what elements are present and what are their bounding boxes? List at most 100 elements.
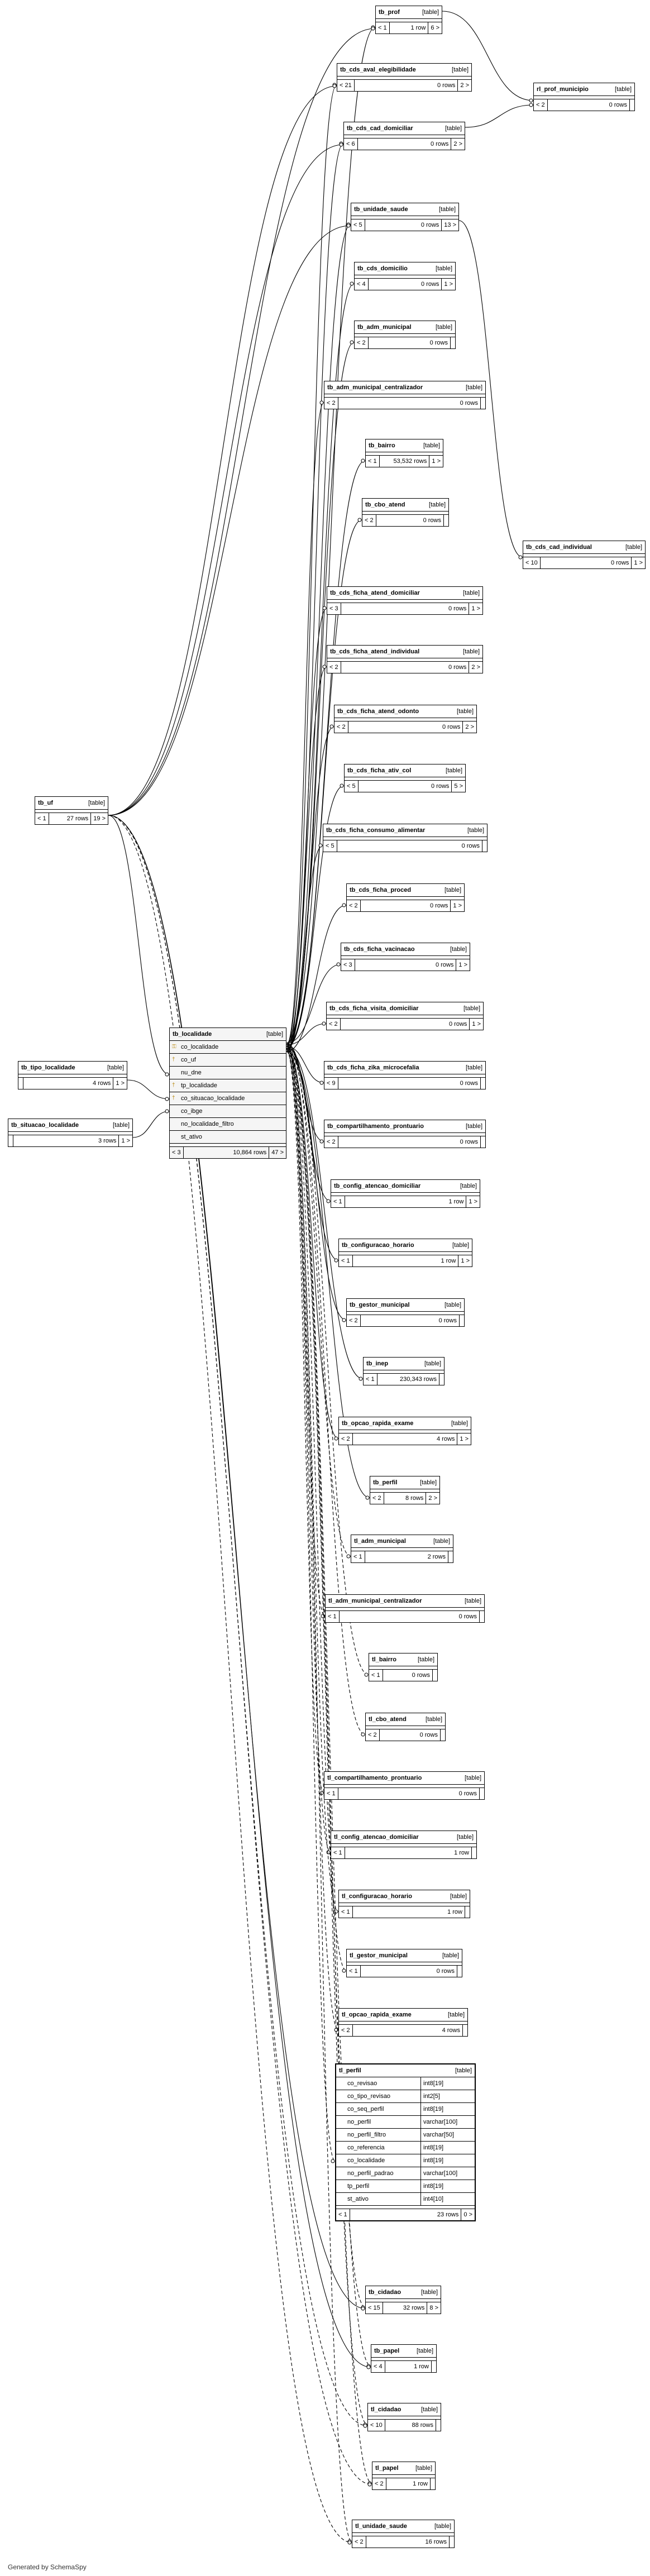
table-name: tb_tipo_localidade [21,1064,75,1071]
table-tb-cds-ficha-visita-domiciliar[interactable]: tb_cds_ficha_visita_domiciliar[table]< 2… [326,1002,484,1030]
column-name: co_referencia [347,2144,385,2151]
fk-line-localidade-tb-gestor-municipal [286,1046,347,1321]
relationship-end-marker [322,606,327,610]
parent-count: < 1 [351,1551,365,1562]
table-header: tb_cbo_atend[table] [362,499,448,512]
parent-count: < 5 [351,219,365,231]
relationship-end-marker [339,142,343,147]
parent-count: < 1 [369,1670,383,1681]
row-count: 0 rows [348,721,463,733]
fk-line-localidade-tl-perfil [286,1048,336,2162]
table-header: tb_cds_ficha_proced[table] [347,884,464,897]
relationship-end-marker [165,1109,169,1113]
row-count: 27 rows [49,813,92,824]
column-row: ⚿co_localidade [170,1041,286,1054]
table-type-tag: [table] [457,1833,474,1841]
table-name: tb_inep [366,1360,389,1367]
column-name: co_localidade [181,1043,219,1050]
fk-line-localidade-tb-cidadao [286,1048,366,2308]
table-type-tag: [table] [615,85,632,93]
row-count: 2 rows [365,1551,448,1562]
table-tb-cds-ficha-zika-microcefalia[interactable]: tb_cds_ficha_zika_microcefalia[table]< 9… [324,1061,486,1089]
parent-count: < 3 [341,959,355,971]
table-tb-cds-ficha-consumo-alimentar[interactable]: tb_cds_ficha_consumo_alimentar[table]< 5… [323,824,488,852]
child-count [481,398,485,409]
relationship-end-marker [529,98,533,103]
table-tb-adm-municipal-centralizador[interactable]: tb_adm_municipal_centralizador[table]< 2… [324,381,486,409]
table-tl-adm-municipal-centralizador[interactable]: tl_adm_municipal_centralizador[table]< 1… [325,1594,485,1623]
table-header: tb_tipo_localidade[table] [18,1062,127,1074]
table-header: tb_cds_ficha_atend_domiciliar[table] [327,587,482,600]
relationship-end-marker [342,1318,346,1322]
relationship-end-marker [319,1081,324,1085]
column-type: varchar[100] [420,2167,475,2180]
spacer [347,1312,464,1315]
spacer [8,1132,132,1135]
table-tl-compartilhamento-prontuario[interactable]: tl_compartilhamento_prontuario[table]< 1… [324,1771,485,1800]
table-type-tag: [table] [433,1537,450,1545]
fk-line-localidade-tb-cds-ficha-consumo-alimentar [286,845,323,1050]
spacer [355,334,455,337]
column-row: st_ativo [170,1131,286,1144]
table-header: tb_cds_ficha_visita_domiciliar[table] [327,1002,483,1015]
spacer [18,1074,127,1078]
row-count: 1 row [390,22,429,34]
relationship-end-marker [319,400,324,405]
table-tb-compartilhamento-prontuario[interactable]: tb_compartilhamento_prontuario[table]< 2… [324,1120,486,1148]
table-tb-localidade[interactable]: tb_localidade [table] ⚿co_localidade†co_… [169,1027,286,1159]
table-type-tag: [table] [457,708,474,715]
table-header: tb_adm_municipal_centralizador[table] [324,381,485,394]
parent-count: < 2 [334,721,348,733]
table-name: tb_unidade_saude [354,205,408,213]
parent-count: < 2 [370,1493,384,1504]
relationship-end-marker [342,1968,346,1973]
table-header: tb_cds_ficha_atend_individual[table] [327,646,482,658]
child-count [463,2025,467,2036]
table-footer: < 1 23 rows 0 > [336,2209,475,2220]
